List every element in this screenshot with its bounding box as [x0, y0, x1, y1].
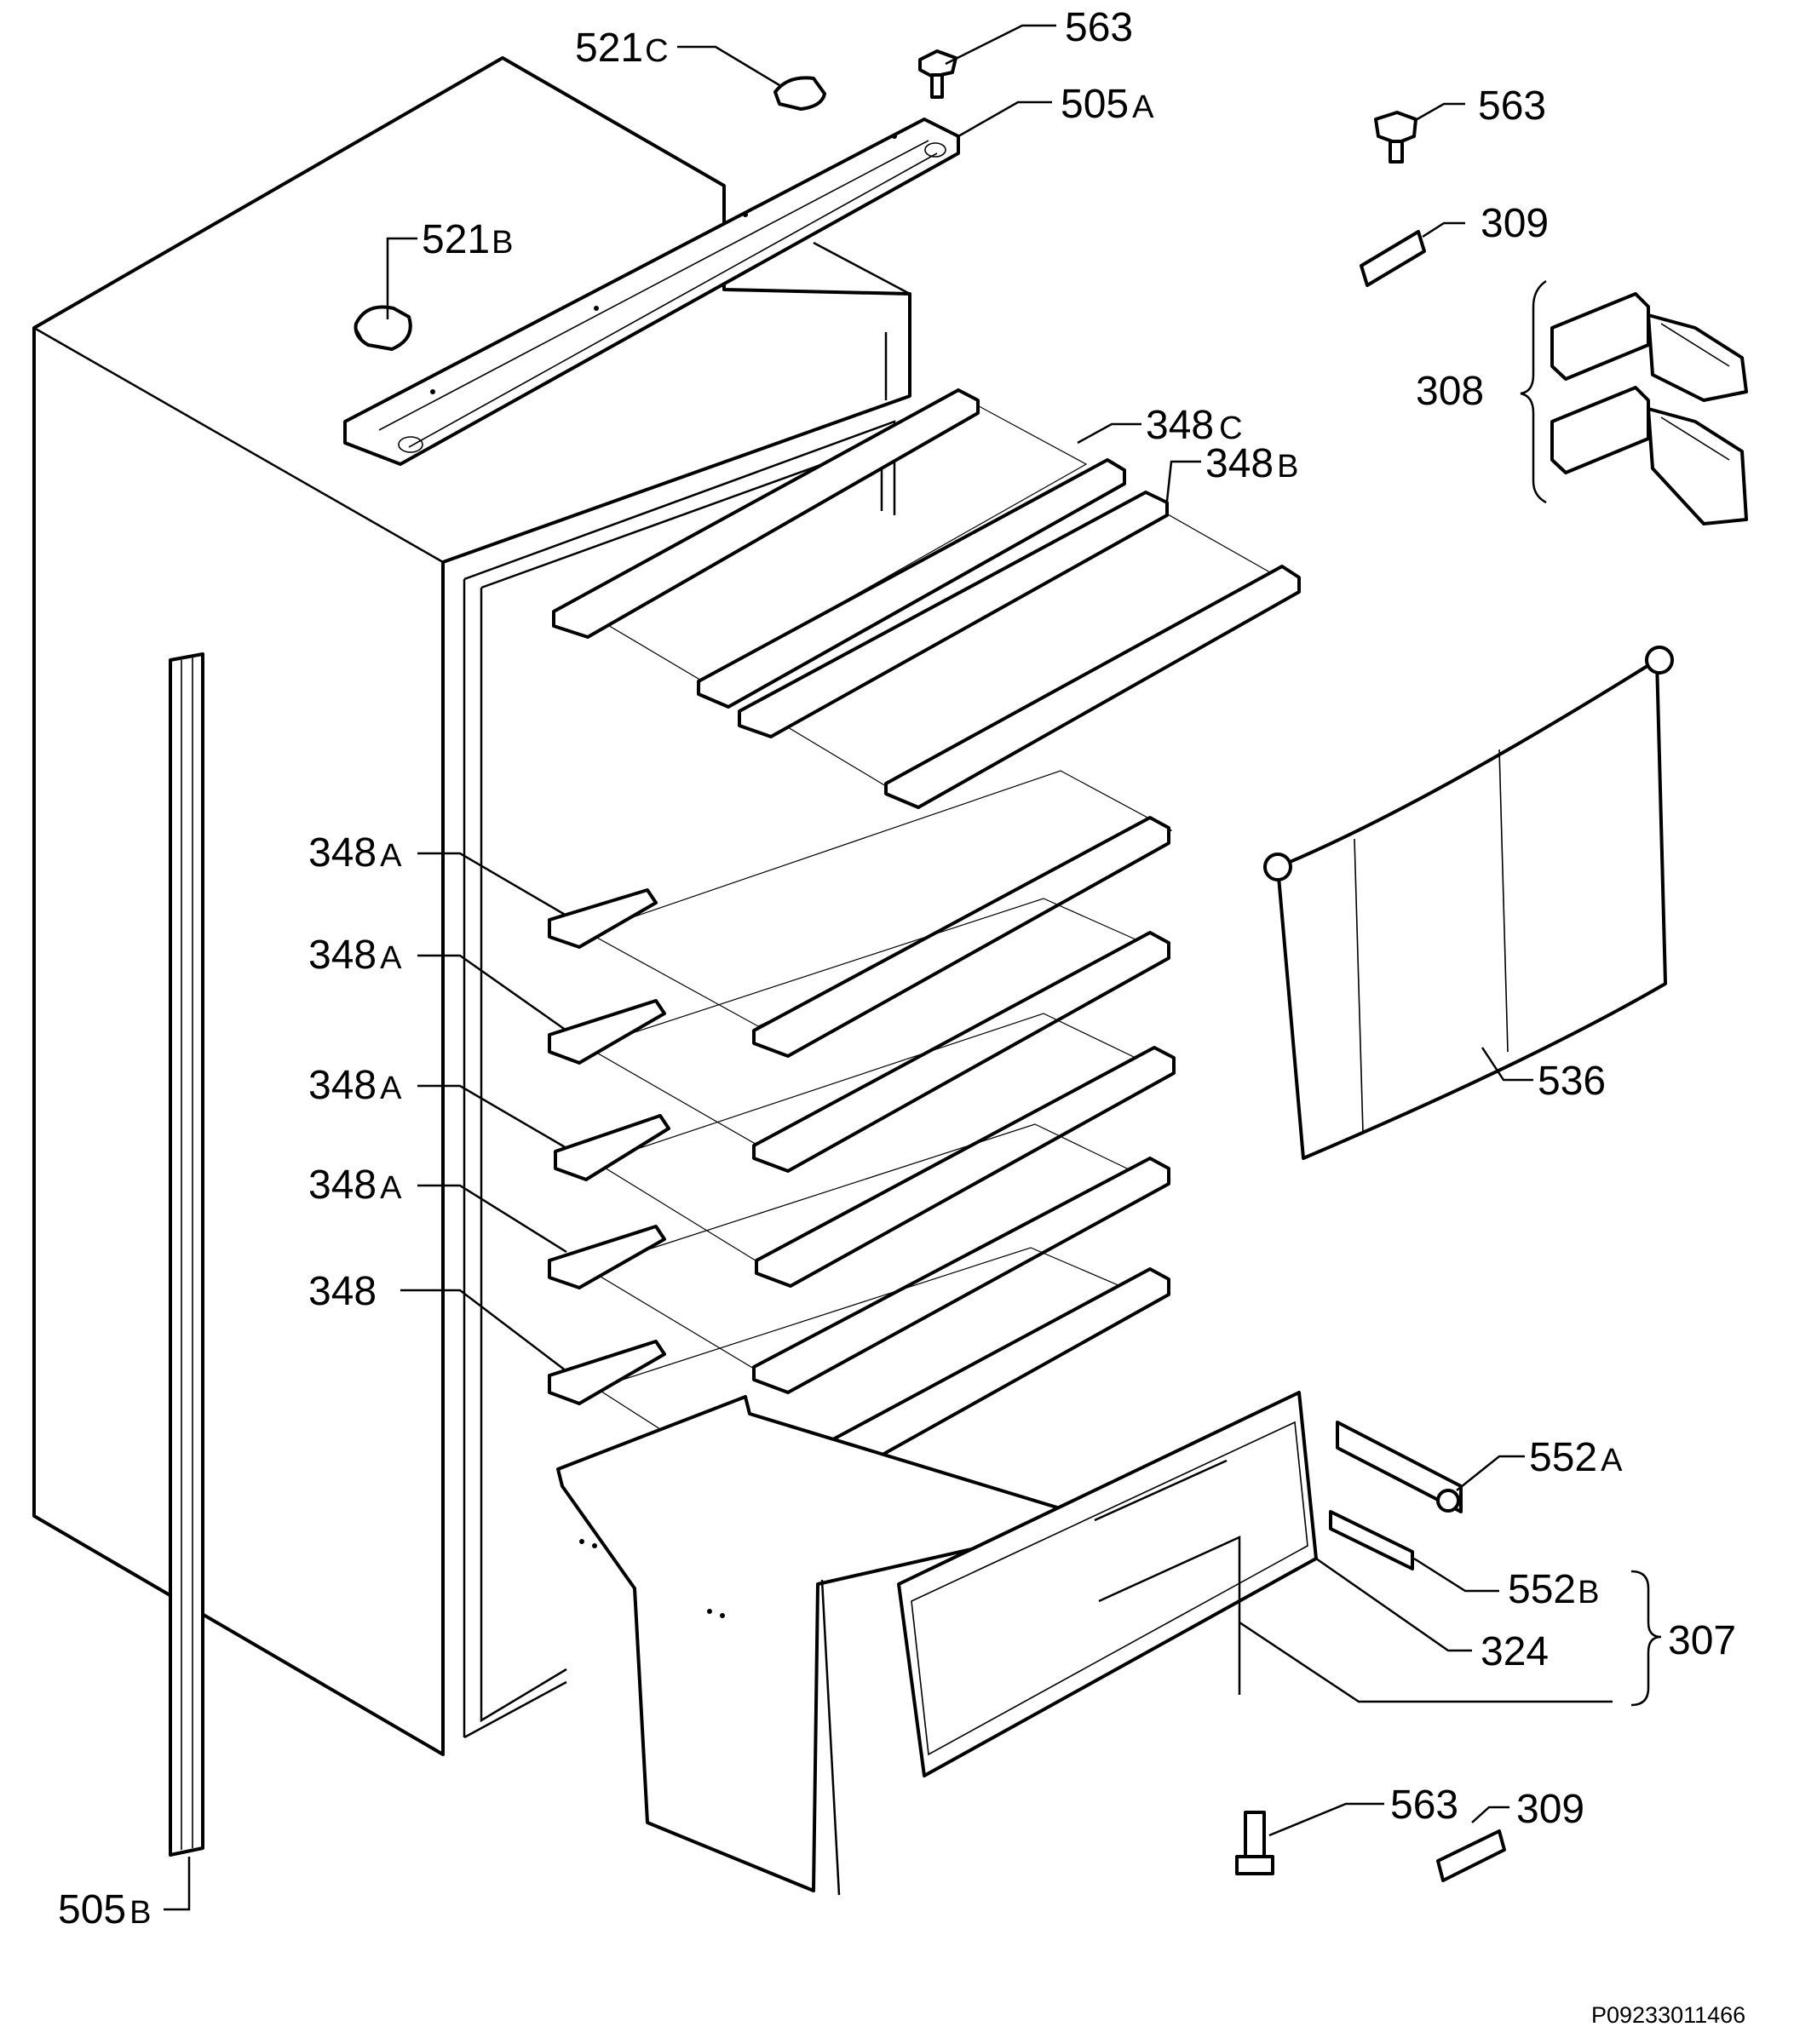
- cabinet-body: [32, 56, 911, 1756]
- screw-563-bottom: [1235, 1811, 1274, 1875]
- label-348: 348: [308, 1269, 377, 1314]
- shelf-348a-1: [548, 770, 1173, 1058]
- label-521c: 521C: [575, 26, 669, 71]
- label-309-top: 309: [1481, 201, 1549, 246]
- label-563-right: 563: [1478, 83, 1546, 129]
- shelf-348c: [552, 388, 1126, 709]
- label-563-top: 563: [1065, 5, 1133, 50]
- label-309-bottom: 309: [1516, 1787, 1584, 1832]
- label-536: 536: [1538, 1059, 1606, 1104]
- label-308: 308: [1416, 369, 1484, 414]
- hinge-set-308: [1520, 279, 1748, 525]
- leader-lines: [164, 24, 1662, 1911]
- shelf-348a-4: [548, 1123, 1170, 1394]
- plate-309-bottom: [1436, 1829, 1506, 1882]
- door-bin-536: [1263, 646, 1674, 1160]
- cap-521b: [354, 305, 412, 351]
- door-profile-505b: [169, 652, 204, 1857]
- shelf-348a-2: [548, 898, 1170, 1173]
- label-563-bottom: 563: [1390, 1783, 1458, 1828]
- plate-309-top: [1360, 230, 1426, 287]
- screw-563-right: [1374, 111, 1417, 164]
- label-307: 307: [1668, 1618, 1736, 1663]
- screw-563-top: [918, 49, 957, 99]
- top-rail-505a: [343, 118, 960, 466]
- crisper-drawer: [556, 1391, 1318, 1896]
- label-324: 324: [1481, 1629, 1549, 1674]
- label-521b: 521B: [422, 217, 513, 262]
- guide-rail-552a: [1336, 1421, 1463, 1513]
- shelf-348b: [738, 491, 1301, 809]
- drawing-code: P09233011466: [1591, 2002, 1745, 2028]
- label-552b: 552B: [1508, 1567, 1599, 1612]
- cap-521c: [773, 76, 826, 111]
- guide-rail-552b: [1329, 1510, 1414, 1570]
